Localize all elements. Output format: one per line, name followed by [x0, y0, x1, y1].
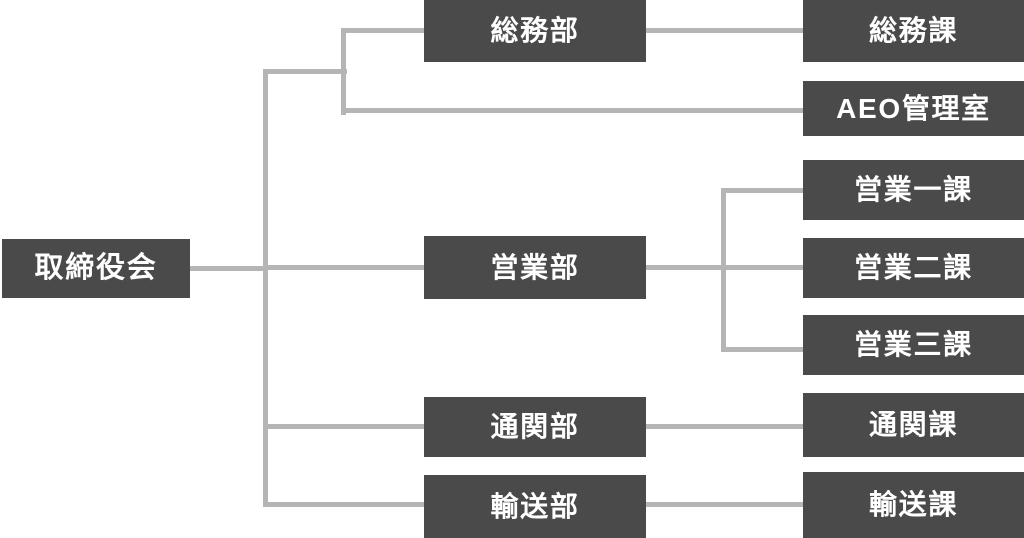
org-node-label-sales-section-1: 営業一課 — [854, 174, 973, 205]
connector-transport-dept-to-section — [646, 502, 805, 507]
org-node-label-general-affairs-section: 総務課 — [868, 15, 959, 46]
connector-sales-elbow — [721, 188, 726, 352]
org-node-label-customs-section: 通関課 — [868, 409, 959, 440]
connector-sales-dept-to-elbow — [646, 265, 806, 270]
org-node-customs-section[interactable]: 通関課 — [803, 393, 1024, 457]
org-node-sales-section-1[interactable]: 営業一課 — [803, 160, 1024, 220]
org-node-label-board: 取締役会 — [34, 252, 158, 284]
connector-trunk-to-sales — [263, 265, 426, 270]
org-node-label-customs-dept: 通関部 — [490, 411, 580, 442]
org-node-label-general-affairs-dept: 総務部 — [490, 15, 580, 46]
org-node-sales-section-2[interactable]: 営業二課 — [803, 238, 1024, 298]
connector-sales-elbow-to-s1 — [721, 188, 805, 193]
connector-trunk-to-customs — [263, 424, 426, 429]
org-node-general-affairs-dept[interactable]: 総務部 — [424, 0, 646, 62]
connector-trunk-to-ga-elbow — [263, 69, 347, 74]
org-node-transport-dept[interactable]: 輸送部 — [424, 475, 646, 538]
connector-ga-elbow-to-aeo — [341, 108, 805, 113]
org-node-aeo-management-office[interactable]: AEO管理室 — [803, 81, 1024, 136]
connector-root-stub — [190, 266, 268, 271]
connector-ga-elbow-to-dept — [341, 28, 426, 33]
connector-sales-elbow-to-s3 — [721, 347, 805, 352]
org-node-label-sales-section-2: 営業二課 — [854, 252, 973, 283]
org-node-label-sales-section-3: 営業三課 — [854, 329, 973, 360]
org-node-sales-section-3[interactable]: 営業三課 — [803, 315, 1024, 375]
org-node-transport-section[interactable]: 輸送課 — [803, 472, 1024, 538]
connector-ga-elbow — [341, 28, 346, 115]
org-node-customs-dept[interactable]: 通関部 — [424, 397, 646, 457]
org-node-board[interactable]: 取締役会 — [2, 239, 190, 298]
connector-trunk-to-transport — [263, 502, 426, 507]
org-node-label-transport-section: 輸送課 — [868, 489, 959, 520]
org-node-label-transport-dept: 輸送部 — [490, 490, 580, 522]
org-node-label-sales-dept: 営業部 — [490, 251, 580, 283]
org-node-label-aeo-management-office: AEO管理室 — [836, 92, 991, 124]
connector-ga-dept-to-section — [646, 28, 805, 33]
org-node-general-affairs-section[interactable]: 総務課 — [803, 0, 1024, 62]
connector-customs-dept-to-section — [646, 424, 805, 429]
connector-trunk — [263, 69, 268, 507]
org-node-sales-dept[interactable]: 営業部 — [424, 236, 646, 299]
